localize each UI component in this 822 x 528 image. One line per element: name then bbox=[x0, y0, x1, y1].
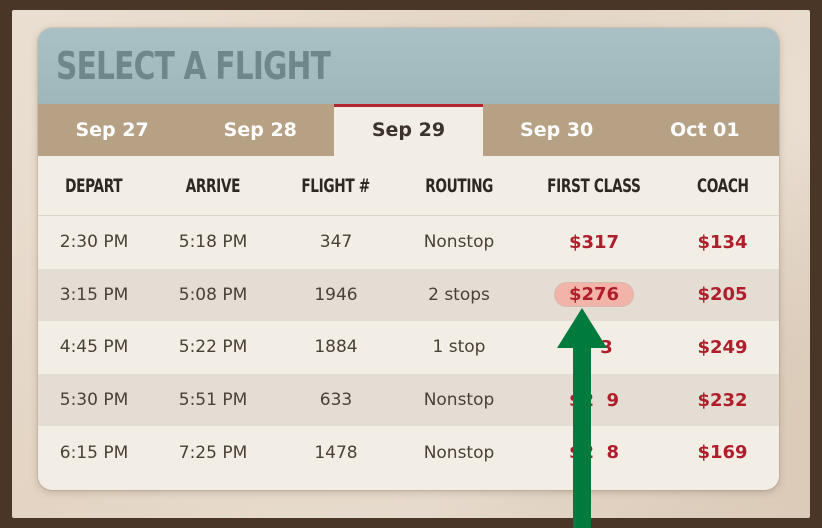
coach-price[interactable]: $169 bbox=[666, 442, 779, 463]
coach-price-value: $205 bbox=[697, 284, 748, 306]
coach-price-value: $249 bbox=[697, 336, 748, 358]
coach-price-value: $169 bbox=[697, 442, 748, 464]
tab-oct-01[interactable]: Oct 01 bbox=[670, 119, 740, 141]
arrive-time: 5:18 PM bbox=[178, 232, 248, 253]
column-header-arrive: ARRIVE bbox=[185, 175, 241, 197]
depart-time: 2:30 PM bbox=[59, 232, 129, 253]
depart-time: 6:15 PM bbox=[59, 442, 129, 463]
column-header-row: DEPART ARRIVE FLIGHT # ROUTING FIRST CLA… bbox=[38, 156, 779, 216]
coach-price[interactable]: $205 bbox=[666, 284, 779, 305]
flight-row[interactable]: 6:15 PM 7:25 PM 1478 Nonstop $2 8 $169 bbox=[38, 426, 779, 479]
panel-title: SELECT A FLIGHT bbox=[56, 44, 331, 88]
column-header-depart: DEPART bbox=[65, 175, 123, 197]
flight-row[interactable]: 2:30 PM 5:18 PM 347 Nonstop $317 $134 bbox=[38, 216, 779, 269]
flight-row[interactable]: 4:45 PM 5:22 PM 1884 1 stop $ 3 $249 bbox=[38, 321, 779, 374]
arrive-time: 5:22 PM bbox=[178, 337, 248, 358]
coach-price-value: $134 bbox=[697, 231, 748, 253]
routing: 1 stop bbox=[432, 337, 486, 358]
tab-sep-30[interactable]: Sep 30 bbox=[520, 119, 594, 141]
tab-sep-28[interactable]: Sep 28 bbox=[223, 119, 297, 141]
first-class-price[interactable]: $276 bbox=[522, 283, 666, 307]
first-class-price[interactable]: $317 bbox=[522, 232, 666, 253]
flight-number: 633 bbox=[319, 390, 353, 411]
column-header-routing: ROUTING bbox=[425, 175, 493, 197]
column-header-flight-number: FLIGHT # bbox=[301, 175, 371, 197]
routing: Nonstop bbox=[423, 232, 495, 253]
tab-sep-29[interactable]: Sep 29 bbox=[334, 104, 483, 156]
flight-selection-panel: SELECT A FLIGHT Sep 27 Sep 28 Sep 29 Sep… bbox=[38, 28, 779, 490]
coach-price[interactable]: $249 bbox=[666, 337, 779, 358]
first-class-price-value: $317 bbox=[568, 231, 620, 253]
flight-number: 1478 bbox=[314, 442, 358, 463]
coach-price[interactable]: $134 bbox=[666, 232, 779, 253]
flight-number: 347 bbox=[319, 232, 353, 253]
depart-time: 3:15 PM bbox=[59, 284, 129, 305]
panel-header: SELECT A FLIGHT bbox=[38, 28, 779, 104]
depart-time: 4:45 PM bbox=[59, 337, 129, 358]
arrive-time: 5:08 PM bbox=[178, 284, 248, 305]
column-header-coach: COACH bbox=[696, 175, 749, 197]
routing: 2 stops bbox=[428, 284, 490, 305]
flight-number: 1884 bbox=[314, 337, 358, 358]
coach-price[interactable]: $232 bbox=[666, 390, 779, 411]
arrive-time: 7:25 PM bbox=[178, 442, 248, 463]
flight-table-body: 2:30 PM 5:18 PM 347 Nonstop $317 $134 3:… bbox=[38, 216, 779, 479]
tab-sep-27[interactable]: Sep 27 bbox=[75, 119, 149, 141]
flight-row[interactable]: 5:30 PM 5:51 PM 633 Nonstop $2 9 $232 bbox=[38, 373, 779, 427]
coach-price-value: $232 bbox=[697, 389, 748, 411]
flight-row[interactable]: 3:15 PM 5:08 PM 1946 2 stops $276 $205 bbox=[38, 268, 779, 322]
depart-time: 5:30 PM bbox=[59, 390, 129, 411]
column-header-first-class: FIRST CLASS bbox=[547, 175, 641, 197]
flight-number: 1946 bbox=[314, 284, 358, 305]
up-arrow-icon bbox=[557, 308, 607, 528]
routing: Nonstop bbox=[423, 390, 495, 411]
first-class-price-highlighted: $276 bbox=[554, 283, 634, 307]
arrive-time: 5:51 PM bbox=[178, 390, 248, 411]
date-tabs: Sep 27 Sep 28 Sep 29 Sep 30 Oct 01 bbox=[38, 104, 779, 156]
routing: Nonstop bbox=[423, 442, 495, 463]
